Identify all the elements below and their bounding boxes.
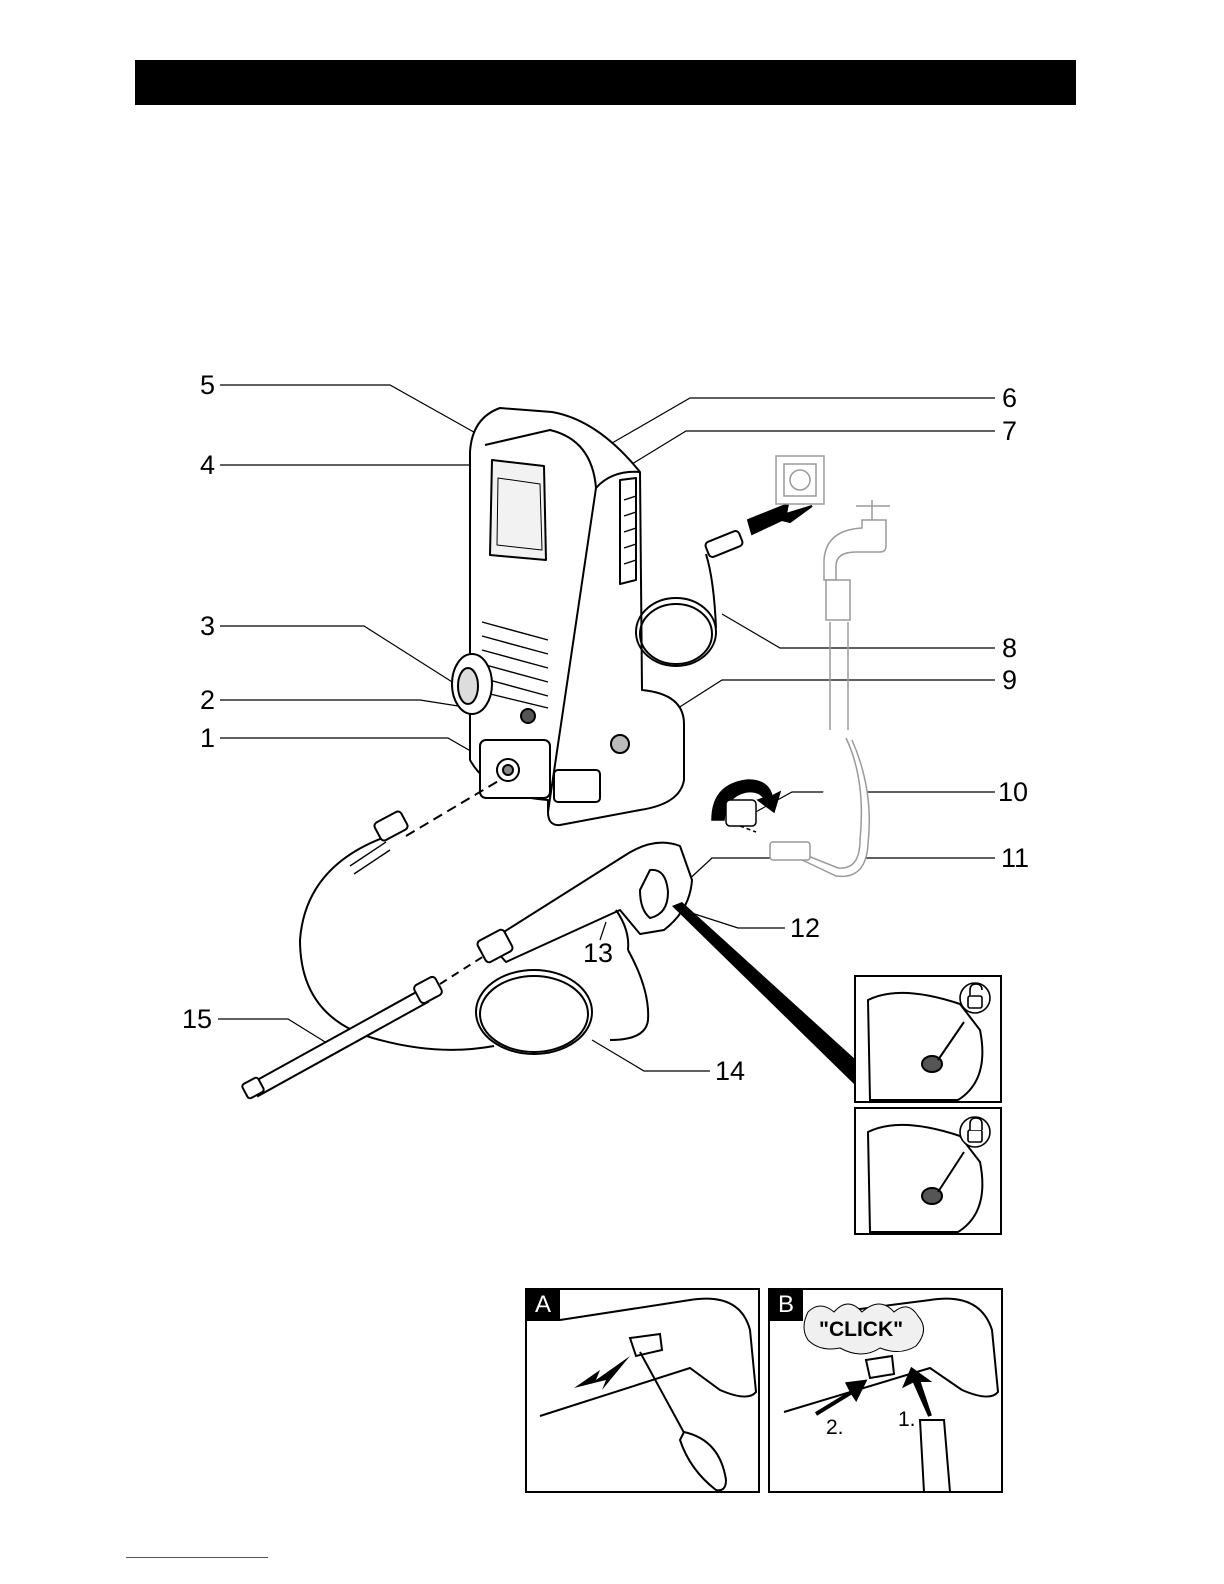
- callout-7: 7: [1002, 418, 1052, 445]
- click-text: "CLICK": [819, 1318, 903, 1342]
- callout-11: 11: [1001, 845, 1051, 872]
- callout-8: 8: [1002, 635, 1052, 662]
- callout-12: 12: [790, 915, 840, 942]
- callout-6: 6: [1002, 385, 1052, 412]
- leader-15: [218, 1019, 330, 1045]
- callout-4: 4: [165, 452, 215, 479]
- spray-lance: [241, 956, 484, 1099]
- step-1-label: 1.: [898, 1408, 916, 1432]
- callout-5: 5: [165, 372, 215, 399]
- leader-6: [600, 398, 995, 450]
- leader-8: [722, 614, 995, 648]
- leader-1: [220, 738, 500, 768]
- plug-arrow: [748, 504, 812, 534]
- power-cable: [636, 504, 812, 666]
- leader-3: [220, 626, 468, 692]
- callout-9: 9: [1002, 667, 1052, 694]
- callout-10: 10: [998, 779, 1048, 806]
- callout-14: 14: [715, 1058, 765, 1085]
- pressure-washer-body: [452, 408, 684, 825]
- panel-a-label: A: [526, 1289, 560, 1321]
- rotate-arrow-icon: [712, 780, 780, 832]
- power-socket-icon: [776, 456, 824, 504]
- panel-b-label: B: [769, 1289, 803, 1321]
- callout-13: 13: [583, 940, 633, 967]
- callout-3: 3: [165, 613, 215, 640]
- callout-2: 2: [165, 687, 215, 714]
- lock-open-icon: [960, 983, 990, 1013]
- leader-5: [220, 385, 488, 440]
- power-switch: [521, 709, 535, 723]
- lock-closed-icon: [960, 1117, 990, 1147]
- water-tap-icon: [770, 500, 890, 876]
- callout-1: 1: [165, 725, 215, 752]
- step-2-label: 2.: [826, 1416, 844, 1440]
- bottom-link-underline[interactable]: [126, 1557, 268, 1558]
- callout-15: 15: [162, 1006, 212, 1033]
- leader-10: [752, 792, 995, 814]
- panel-a: [526, 1289, 759, 1492]
- water-inlet: [611, 735, 629, 753]
- leader-14: [592, 1040, 710, 1071]
